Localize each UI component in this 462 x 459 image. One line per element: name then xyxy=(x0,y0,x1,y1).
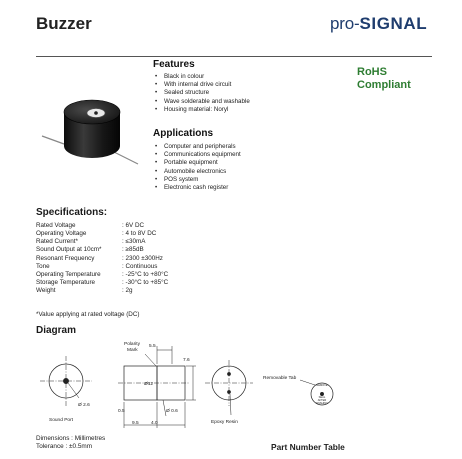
dimensions-note: Dimensions : Millimetres Tolerance : ±0.… xyxy=(36,435,105,451)
compliant-line: Compliant xyxy=(357,79,411,91)
dim-0-5-label: 0.5 xyxy=(118,408,125,414)
spec-row: Weight : 2g xyxy=(36,287,168,295)
part-number-table-heading: Part Number Table xyxy=(271,442,345,452)
header-divider xyxy=(36,56,432,57)
spec-label: Weight xyxy=(36,287,56,295)
list-item: POS system xyxy=(153,176,241,184)
spec-row: Operating Voltage : 4 to 8V DC xyxy=(36,230,168,238)
page-title: Buzzer xyxy=(36,14,92,33)
spec-label: Operating Temperature xyxy=(36,270,101,278)
spec-label: Tone xyxy=(36,262,50,270)
removable-tab-label: Removable Tab xyxy=(263,375,297,381)
list-item: Automobile electronics xyxy=(153,168,241,176)
spec-row: Resonant Frequency : 2300 ±300Hz xyxy=(36,255,168,263)
spec-row: Rated Voltage : 6V DC xyxy=(36,222,168,230)
dim-7-6-label: 7.6 xyxy=(183,357,190,363)
spec-value: : -25°C to +80°C xyxy=(122,270,169,278)
dim-2-6-label: Ø 2.6 xyxy=(78,402,90,408)
spec-label: Storage Temperature xyxy=(36,279,96,287)
tab-text: WASHING xyxy=(316,401,328,405)
spec-value: : -30°C to +85°C xyxy=(122,279,169,287)
spec-value: : 2300 ±300Hz xyxy=(122,254,163,262)
spec-row: Rated Current* : ≤30mA xyxy=(36,238,168,246)
polarity-label-2: Mark xyxy=(127,347,138,353)
list-item: Electronic cash register xyxy=(153,184,241,192)
spec-row: Sound Output at 10cm* : ≥85dB xyxy=(36,246,168,254)
polarity-label-1: Polarity xyxy=(124,341,141,347)
spec-row: Operating Temperature : -25°C to +80°C xyxy=(36,271,168,279)
list-item: Housing material: Noryl xyxy=(153,106,250,114)
list-item: Sealed structure xyxy=(153,89,250,97)
rohs-line: RoHS xyxy=(357,66,387,78)
features-heading: Features xyxy=(153,59,195,70)
list-item: Communications equipment xyxy=(153,151,241,159)
side-view xyxy=(118,346,196,428)
rohs-compliant-badge: RoHS Compliant xyxy=(357,66,411,92)
spec-value: : ≤30mA xyxy=(122,238,146,246)
list-item: Black in colour xyxy=(153,73,250,81)
applications-list: Computer and peripherals Communications … xyxy=(153,143,241,192)
specifications-heading: Specifications: xyxy=(36,207,108,218)
tab-text: SEAL xyxy=(319,395,326,399)
features-list: Black in colour With internal drive circ… xyxy=(153,73,250,114)
list-item: With internal drive circuit xyxy=(153,81,250,89)
spec-label: Operating Voltage xyxy=(36,230,87,238)
dim-5-5-label: 5.5 xyxy=(149,343,156,349)
spec-label: Sound Output at 10cm* xyxy=(36,246,102,254)
front-view xyxy=(40,356,92,406)
spec-label: Rated Voltage xyxy=(36,222,76,229)
spec-row: Storage Temperature : -30°C to +85°C xyxy=(36,279,168,287)
dim-4-0-label: 4.0 xyxy=(151,420,158,426)
spec-value: : Continuous xyxy=(122,262,158,270)
tab-text: AFTER xyxy=(318,398,327,402)
dimension-diagram: Ø 2.6 Sound Port Polarity Mark 5.5 7.6 Ø… xyxy=(40,341,334,428)
rear-view xyxy=(205,360,253,416)
sound-port-label: Sound Port xyxy=(49,417,74,423)
spec-value: : ≥85dB xyxy=(122,246,144,254)
dim-9-5-label: 9.5 xyxy=(132,420,139,426)
removable-tab-view xyxy=(299,379,334,406)
specifications-table: Rated Voltage : 6V DC Operating Voltage : … xyxy=(36,222,168,295)
brand-logo-name: SIGNAL xyxy=(359,14,428,33)
applications-heading: Applications xyxy=(153,128,214,139)
list-item: Wave solderable and washable xyxy=(153,98,250,106)
spec-value: : 6V DC xyxy=(122,222,145,229)
spec-label: Rated Current* xyxy=(36,238,78,246)
buzzer-product-image xyxy=(41,99,139,165)
tolerance-line: Tolerance : ±0.5mm xyxy=(36,443,93,450)
dimensions-line: Dimensions : Millimetres xyxy=(36,435,106,442)
spec-label: Resonant Frequency xyxy=(36,254,95,262)
dim-12-label: Ø12 xyxy=(144,381,153,387)
spec-value: : 4 to 8V DC xyxy=(122,230,157,238)
dim-0-6-label: Ø 0.6 xyxy=(166,408,178,414)
diagram-heading: Diagram xyxy=(36,325,77,336)
spec-footnote: *Value applying at rated voltage (DC) xyxy=(36,311,140,318)
spec-value: : 2g xyxy=(122,287,133,295)
brand-logo-prefix: pro- xyxy=(330,14,360,33)
tab-text: REMOVE xyxy=(316,383,328,387)
list-item: Computer and peripherals xyxy=(153,143,241,151)
brand-logo: pro-SIGNAL xyxy=(330,14,427,34)
spec-row: Tone : Continuous xyxy=(36,263,168,271)
epoxy-resin-label: Epoxy Resin xyxy=(211,419,238,425)
list-item: Portable equipment xyxy=(153,159,241,167)
